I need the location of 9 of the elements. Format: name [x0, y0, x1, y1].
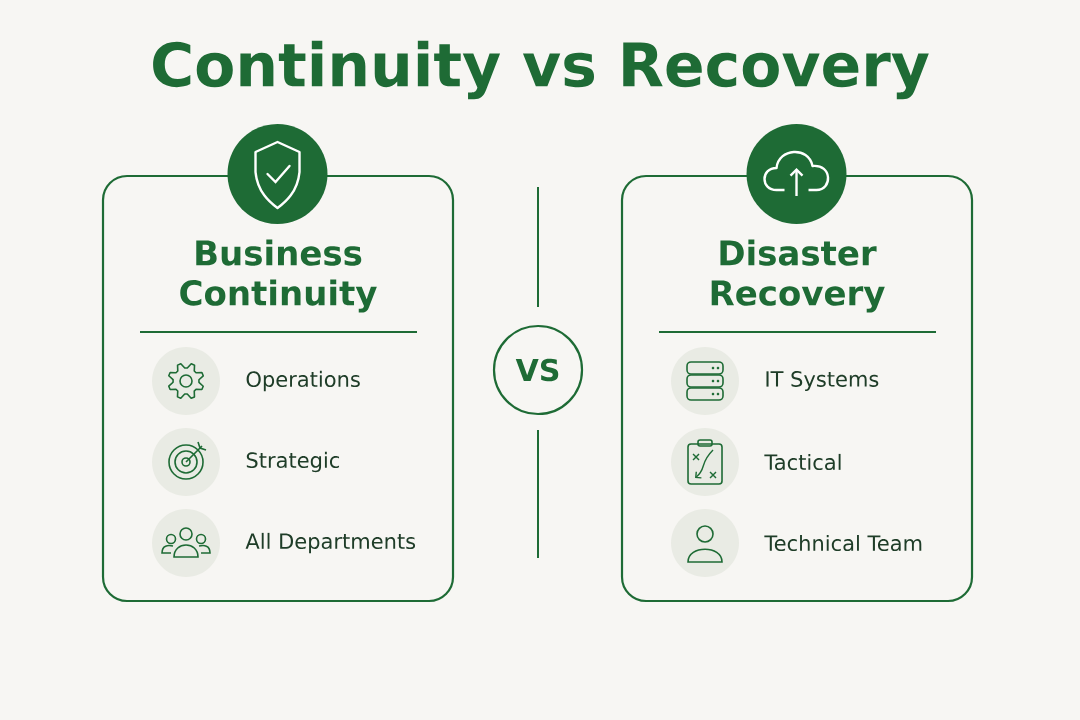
item-label: Technical Team [764, 534, 922, 552]
card-heading: Disaster Recovery [711, 239, 885, 313]
item-label: All Departments [245, 532, 416, 554]
item-label: IT Systems [766, 371, 879, 391]
card-heading: Business Continuity [180, 239, 377, 313]
item-label: Operations [246, 370, 360, 392]
item-label: Strategic [246, 451, 340, 473]
title: Continuity vs Recovery [153, 40, 929, 100]
item-label: Tactical [764, 453, 841, 471]
